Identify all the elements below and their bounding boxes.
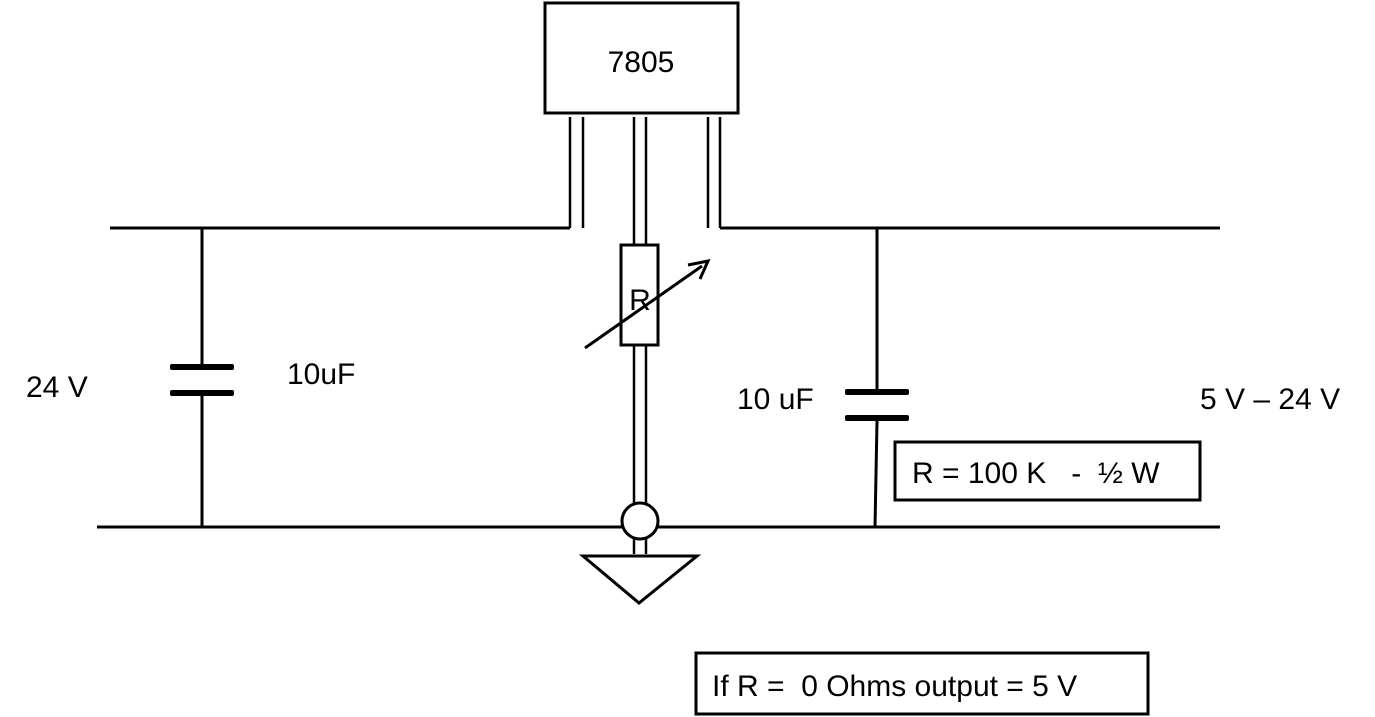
regulator-pin-output xyxy=(706,117,722,228)
zero-ohm-note: If R = 0 Ohms output = 5 V xyxy=(694,651,1150,716)
regulator-pin-adjust xyxy=(632,117,648,245)
input-capacitor xyxy=(170,228,234,527)
variable-arrow xyxy=(584,258,711,350)
input-voltage-label: 24 V xyxy=(26,371,88,404)
resistor-spec-note: R = 100 K - ½ W xyxy=(893,440,1202,502)
resistor-label: R xyxy=(629,284,651,317)
input-capacitor-label: 10uF xyxy=(287,358,355,391)
output-voltage-label: 5 V – 24 V xyxy=(1200,383,1340,416)
variable-resistor: R xyxy=(619,243,660,505)
resistor-spec-text: R = 100 K - ½ W xyxy=(912,457,1160,490)
zero-ohm-text: If R = 0 Ohms output = 5 V xyxy=(712,670,1077,703)
output-capacitor xyxy=(845,228,909,528)
regulator-pin-input xyxy=(568,117,585,228)
regulator-body xyxy=(543,1,740,115)
output-capacitor-label: 10 uF xyxy=(737,383,814,416)
regulator-label: 7805 xyxy=(608,46,675,79)
ground-symbol xyxy=(578,539,702,605)
ground-junction xyxy=(620,501,660,541)
